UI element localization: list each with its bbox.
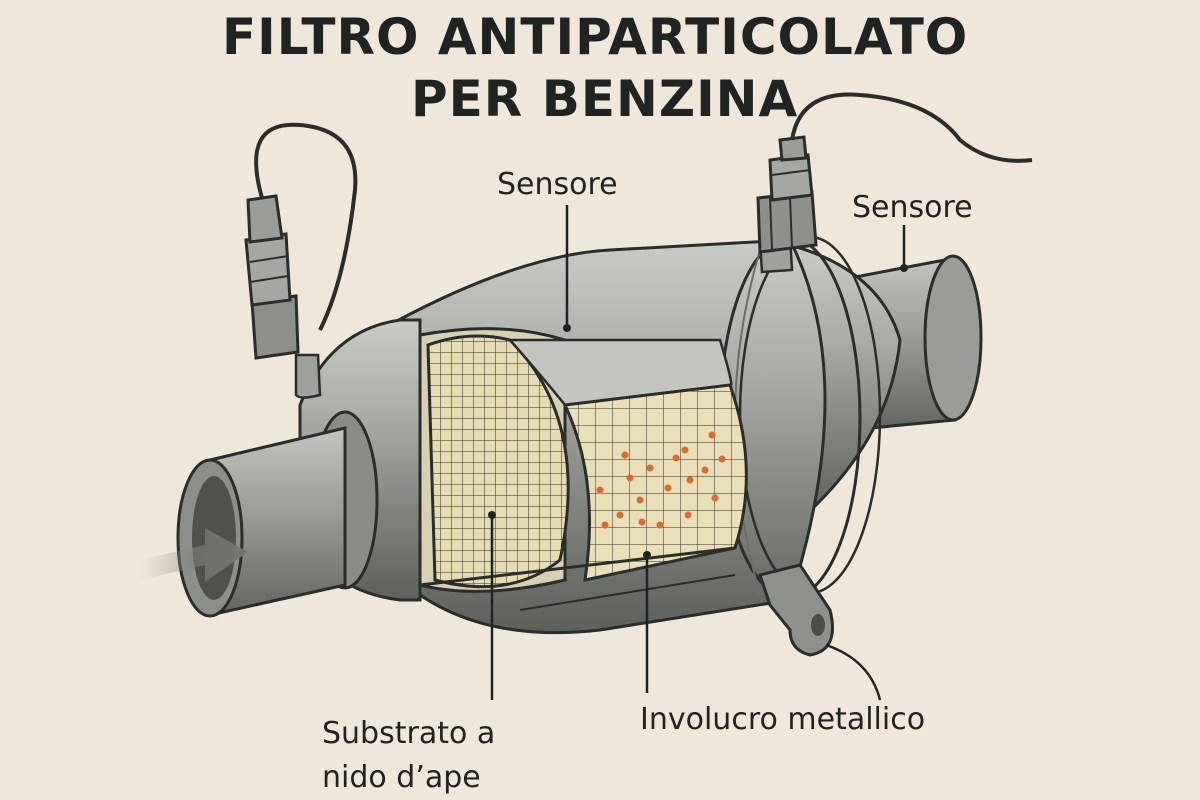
sensor-left <box>244 194 322 399</box>
sensor-left-cable <box>254 122 358 331</box>
cutaway-section <box>418 327 748 611</box>
leader-dot-casing <box>643 551 651 559</box>
title-line-2: PER BENZINA <box>411 70 799 128</box>
label-honeycomb-substrate: Substrato a nido d’ape <box>322 712 495 800</box>
honeycomb-substrate-face <box>426 334 570 589</box>
inlet-pipe <box>176 426 347 618</box>
label-sensor-top: Sensore <box>497 167 618 202</box>
leader-dot-sensor-right <box>900 264 908 272</box>
label-substrate-line-1: Substrato a <box>322 716 496 751</box>
trapped-particles <box>596 431 726 529</box>
leader-lines <box>490 205 906 701</box>
leader-line-bracket <box>825 643 882 701</box>
label-sensor-right: Sensore <box>852 190 973 225</box>
exhaust-flow-arrow <box>140 528 248 582</box>
mounting-bracket <box>758 563 834 657</box>
leader-dot-substrate <box>488 511 496 519</box>
leader-dots <box>488 264 908 559</box>
title-line-1: FILTRO ANTIPARTICOLATO <box>222 8 969 66</box>
sensor-top-cable <box>790 92 1033 163</box>
label-substrate-line-2: nido d’ape <box>322 760 481 795</box>
sensor-top <box>756 135 818 274</box>
leader-dot-sensor-top <box>563 324 571 332</box>
label-metal-casing: Involucro metallico <box>640 702 926 737</box>
